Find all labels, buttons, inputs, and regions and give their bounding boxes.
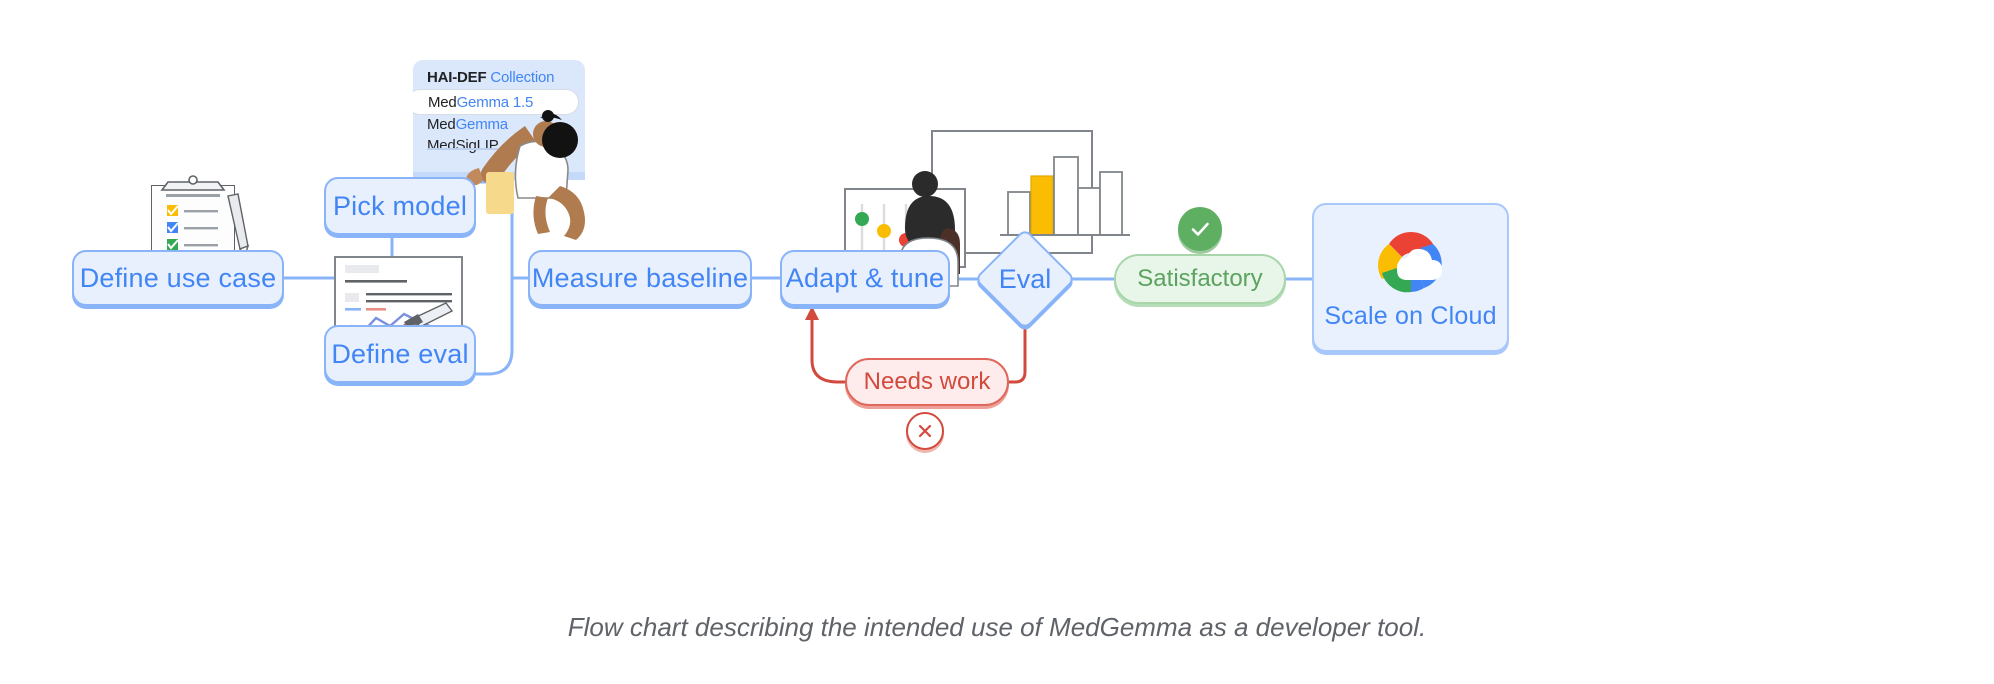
edge-needswork-arrowhead [805, 306, 819, 320]
node-pick-model-label: Pick model [332, 190, 468, 221]
check-icon [1178, 207, 1222, 251]
node-eval-decision[interactable]: Eval [974, 228, 1076, 330]
node-define-use-case[interactable]: Define use case [72, 250, 284, 306]
haidef-selected-accent: Gemma 1.5 [456, 93, 534, 111]
haidef-item-0-accent: Gemma [455, 116, 509, 133]
close-icon [906, 412, 944, 450]
status-badge-satisfactory[interactable]: Satisfactory [1114, 254, 1286, 304]
haidef-underline [427, 148, 519, 150]
status-badge-needs-work[interactable]: Needs work [845, 358, 1009, 406]
edge-eval-to-needswork [1007, 324, 1027, 384]
node-scale-on-cloud[interactable]: Scale on Cloud [1312, 203, 1509, 352]
node-scale-on-cloud-label: Scale on Cloud [1324, 302, 1497, 330]
edge-needswork-to-adapt [810, 314, 847, 384]
google-cloud-logo [1377, 231, 1442, 293]
satisfactory-label: Satisfactory [1137, 265, 1263, 292]
haidef-selected-prefix: Med [428, 93, 457, 111]
needs-work-label: Needs work [863, 368, 991, 395]
node-adapt-and-tune[interactable]: Adapt & tune [780, 250, 950, 306]
node-pick-model[interactable]: Pick model [324, 177, 476, 235]
haidef-title-accent: Collection [490, 69, 555, 86]
node-define-eval-label: Define eval [331, 338, 469, 369]
check-glyph [1191, 222, 1209, 236]
node-measure-baseline[interactable]: Measure baseline [528, 250, 752, 306]
node-define-use-case-label: Define use case [79, 262, 277, 293]
haidef-item-medgemma[interactable]: MedGemma [413, 112, 585, 133]
haidef-item-0-prefix: Med [427, 116, 456, 133]
figure-caption: Flow chart describing the intended use o… [567, 612, 1427, 642]
node-eval-label: Eval [998, 263, 1052, 294]
node-adapt-and-tune-label: Adapt & tune [785, 262, 945, 293]
close-glyph [918, 424, 932, 438]
node-measure-baseline-label: Measure baseline [531, 262, 749, 293]
haidef-title-bold: HAI-DEF [427, 69, 487, 86]
node-define-eval[interactable]: Define eval [324, 325, 476, 383]
haidef-panel-title: HAI-DEF Collection [413, 66, 585, 86]
